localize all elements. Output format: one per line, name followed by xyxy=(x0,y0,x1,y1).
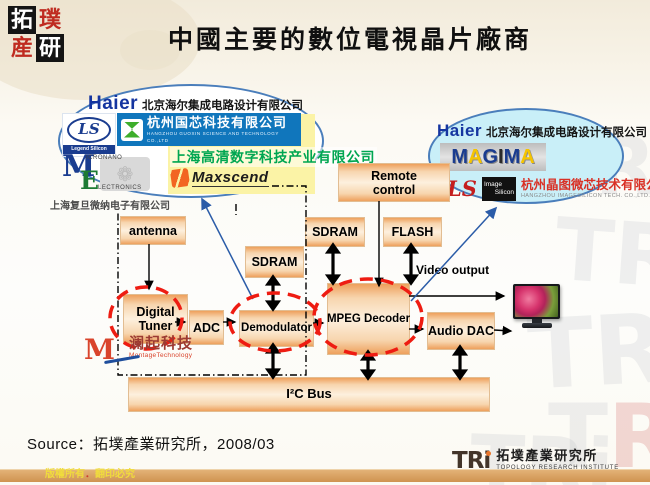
tri-wordmark: TRi xyxy=(452,448,492,474)
topology-seal-logo: 拓 璞 産 研 xyxy=(8,6,64,62)
seal-char: 拓 xyxy=(8,6,36,34)
imagesilicon-name: 杭州晶图微芯技术有限公司 xyxy=(520,177,650,192)
i2c-bus-bar: I²C Bus xyxy=(128,377,490,412)
guoxin-name: 杭州国芯科技有限公司 xyxy=(147,114,288,130)
guoxin-banner-logo: 杭州国芯科技有限公司 HANGZHOU GUOXIN SCIENCE AND T… xyxy=(117,113,301,146)
source-note: Source：拓墣產業研究所，2008/03 xyxy=(27,436,275,453)
imagesilicon-box-icon: Image Silicon xyxy=(481,177,516,201)
maxscend-wordmark: Maxscend xyxy=(192,169,269,187)
imagesilicon-logo: LS Image Silicon 杭州晶图微芯技术有限公司 HANGZHOU I… xyxy=(447,177,650,201)
seal-char: 璞 xyxy=(38,7,61,33)
imagesilicon-box-bottom: Silicon xyxy=(494,189,514,196)
flash-box: FLASH xyxy=(383,217,442,247)
seal-char: 産 xyxy=(10,35,33,61)
montage-logo: M 澜起科技 MontageTechnology xyxy=(84,335,194,365)
tri-name: 拓墣產業研究所 xyxy=(496,449,598,464)
copyright-left: 版權所有 xyxy=(45,469,85,480)
copyright-right: 翻印必究 xyxy=(95,469,135,480)
copyright-notice: 版權所有．翻印必究 xyxy=(45,469,135,481)
mpeg-decoder-box: MPEG Decoder xyxy=(327,283,410,355)
micronano-m: M xyxy=(62,149,96,184)
antenna-box: antenna xyxy=(120,216,186,245)
magima-letter: M xyxy=(451,146,468,168)
haier-company-name: 北京海尔集成电路设计有限公司 xyxy=(486,127,648,139)
micronano-company-name: 上海复旦微纳电子有限公司 xyxy=(50,201,170,212)
magima-letter: A xyxy=(520,146,535,168)
sdram-right-box: SDRAM xyxy=(305,217,365,247)
adc-box: ADC xyxy=(189,310,224,345)
guoxin-subtitle: HANGZHOU GUOXIN SCIENCE AND TECHNOLOGY C… xyxy=(147,130,279,143)
tv-stand xyxy=(531,319,542,323)
maxscend-logo: Maxscend xyxy=(169,167,269,189)
magima-letter: I xyxy=(498,146,504,168)
imagesilicon-ls-icon: LS xyxy=(447,176,477,201)
haier-logo-right: Haier 北京海尔集成电路设计有限公司 xyxy=(437,121,647,141)
demodulator-box: Demodulator xyxy=(239,310,314,347)
tri-subtitle: TOPOLOGY RESEARCH INSTITUTE xyxy=(496,465,620,471)
map-watermark-blob xyxy=(120,30,180,70)
guoxin-chevron-icon xyxy=(121,118,143,141)
maxscend-bolt-icon xyxy=(169,167,191,189)
tv-bezel xyxy=(513,284,560,319)
haier-logo-left: Haier 北京海尔集成电路设计有限公司 xyxy=(88,93,303,115)
tv-screen xyxy=(515,286,558,317)
copyright-separator: ． xyxy=(85,469,95,480)
magima-letter: M xyxy=(503,146,521,168)
magima-letter: A xyxy=(467,146,483,168)
micronano-e: E xyxy=(80,166,100,195)
tri-footer-logo: TRi 拓墣產業研究所 TOPOLOGY RESEARCH INSTITUTE xyxy=(452,449,619,473)
micronano-logo: ❁ M ICRONANO E LECTRONICS xyxy=(62,149,158,197)
seal-char: 研 xyxy=(36,34,64,62)
tv-set-image xyxy=(513,284,560,334)
video-output-label: Video output xyxy=(416,263,490,277)
page-title: 中國主要的數位電視晶片廠商 xyxy=(167,25,532,54)
micronano-m-rest: ICRONANO xyxy=(86,155,123,161)
sdram-left-box: SDRAM xyxy=(245,246,304,278)
tv-base xyxy=(521,323,552,328)
micronano-e-rest: LECTRONICS xyxy=(98,185,142,191)
montage-name: 澜起科技 xyxy=(129,335,194,352)
footer-bar xyxy=(0,469,650,482)
imagesilicon-subtitle: HANGZHOU IMAGESILICON TECH. CO.,LTD. xyxy=(520,192,650,199)
remote-control-box: Remote control xyxy=(338,163,450,202)
haier-wordmark: Haier xyxy=(88,93,139,114)
legend-silicon-name: Legend Silicon xyxy=(63,145,115,154)
legend-silicon-logo: LS Legend Silicon xyxy=(62,113,116,157)
haier-wordmark: Haier xyxy=(437,121,483,140)
audio-dac-box: Audio DAC xyxy=(427,312,495,350)
magima-logo: M A G I M A xyxy=(440,143,546,171)
hdic-company-name: 上海高清数字科技产业有限公司 xyxy=(170,147,377,167)
haier-company-name: 北京海尔集成电路设计有限公司 xyxy=(142,100,304,112)
magima-letter: G xyxy=(482,146,498,168)
legend-silicon-ls-icon: LS xyxy=(67,117,111,143)
imagesilicon-box-top: Image xyxy=(483,181,503,188)
tri-watermark-tile: TRi xyxy=(548,385,650,485)
